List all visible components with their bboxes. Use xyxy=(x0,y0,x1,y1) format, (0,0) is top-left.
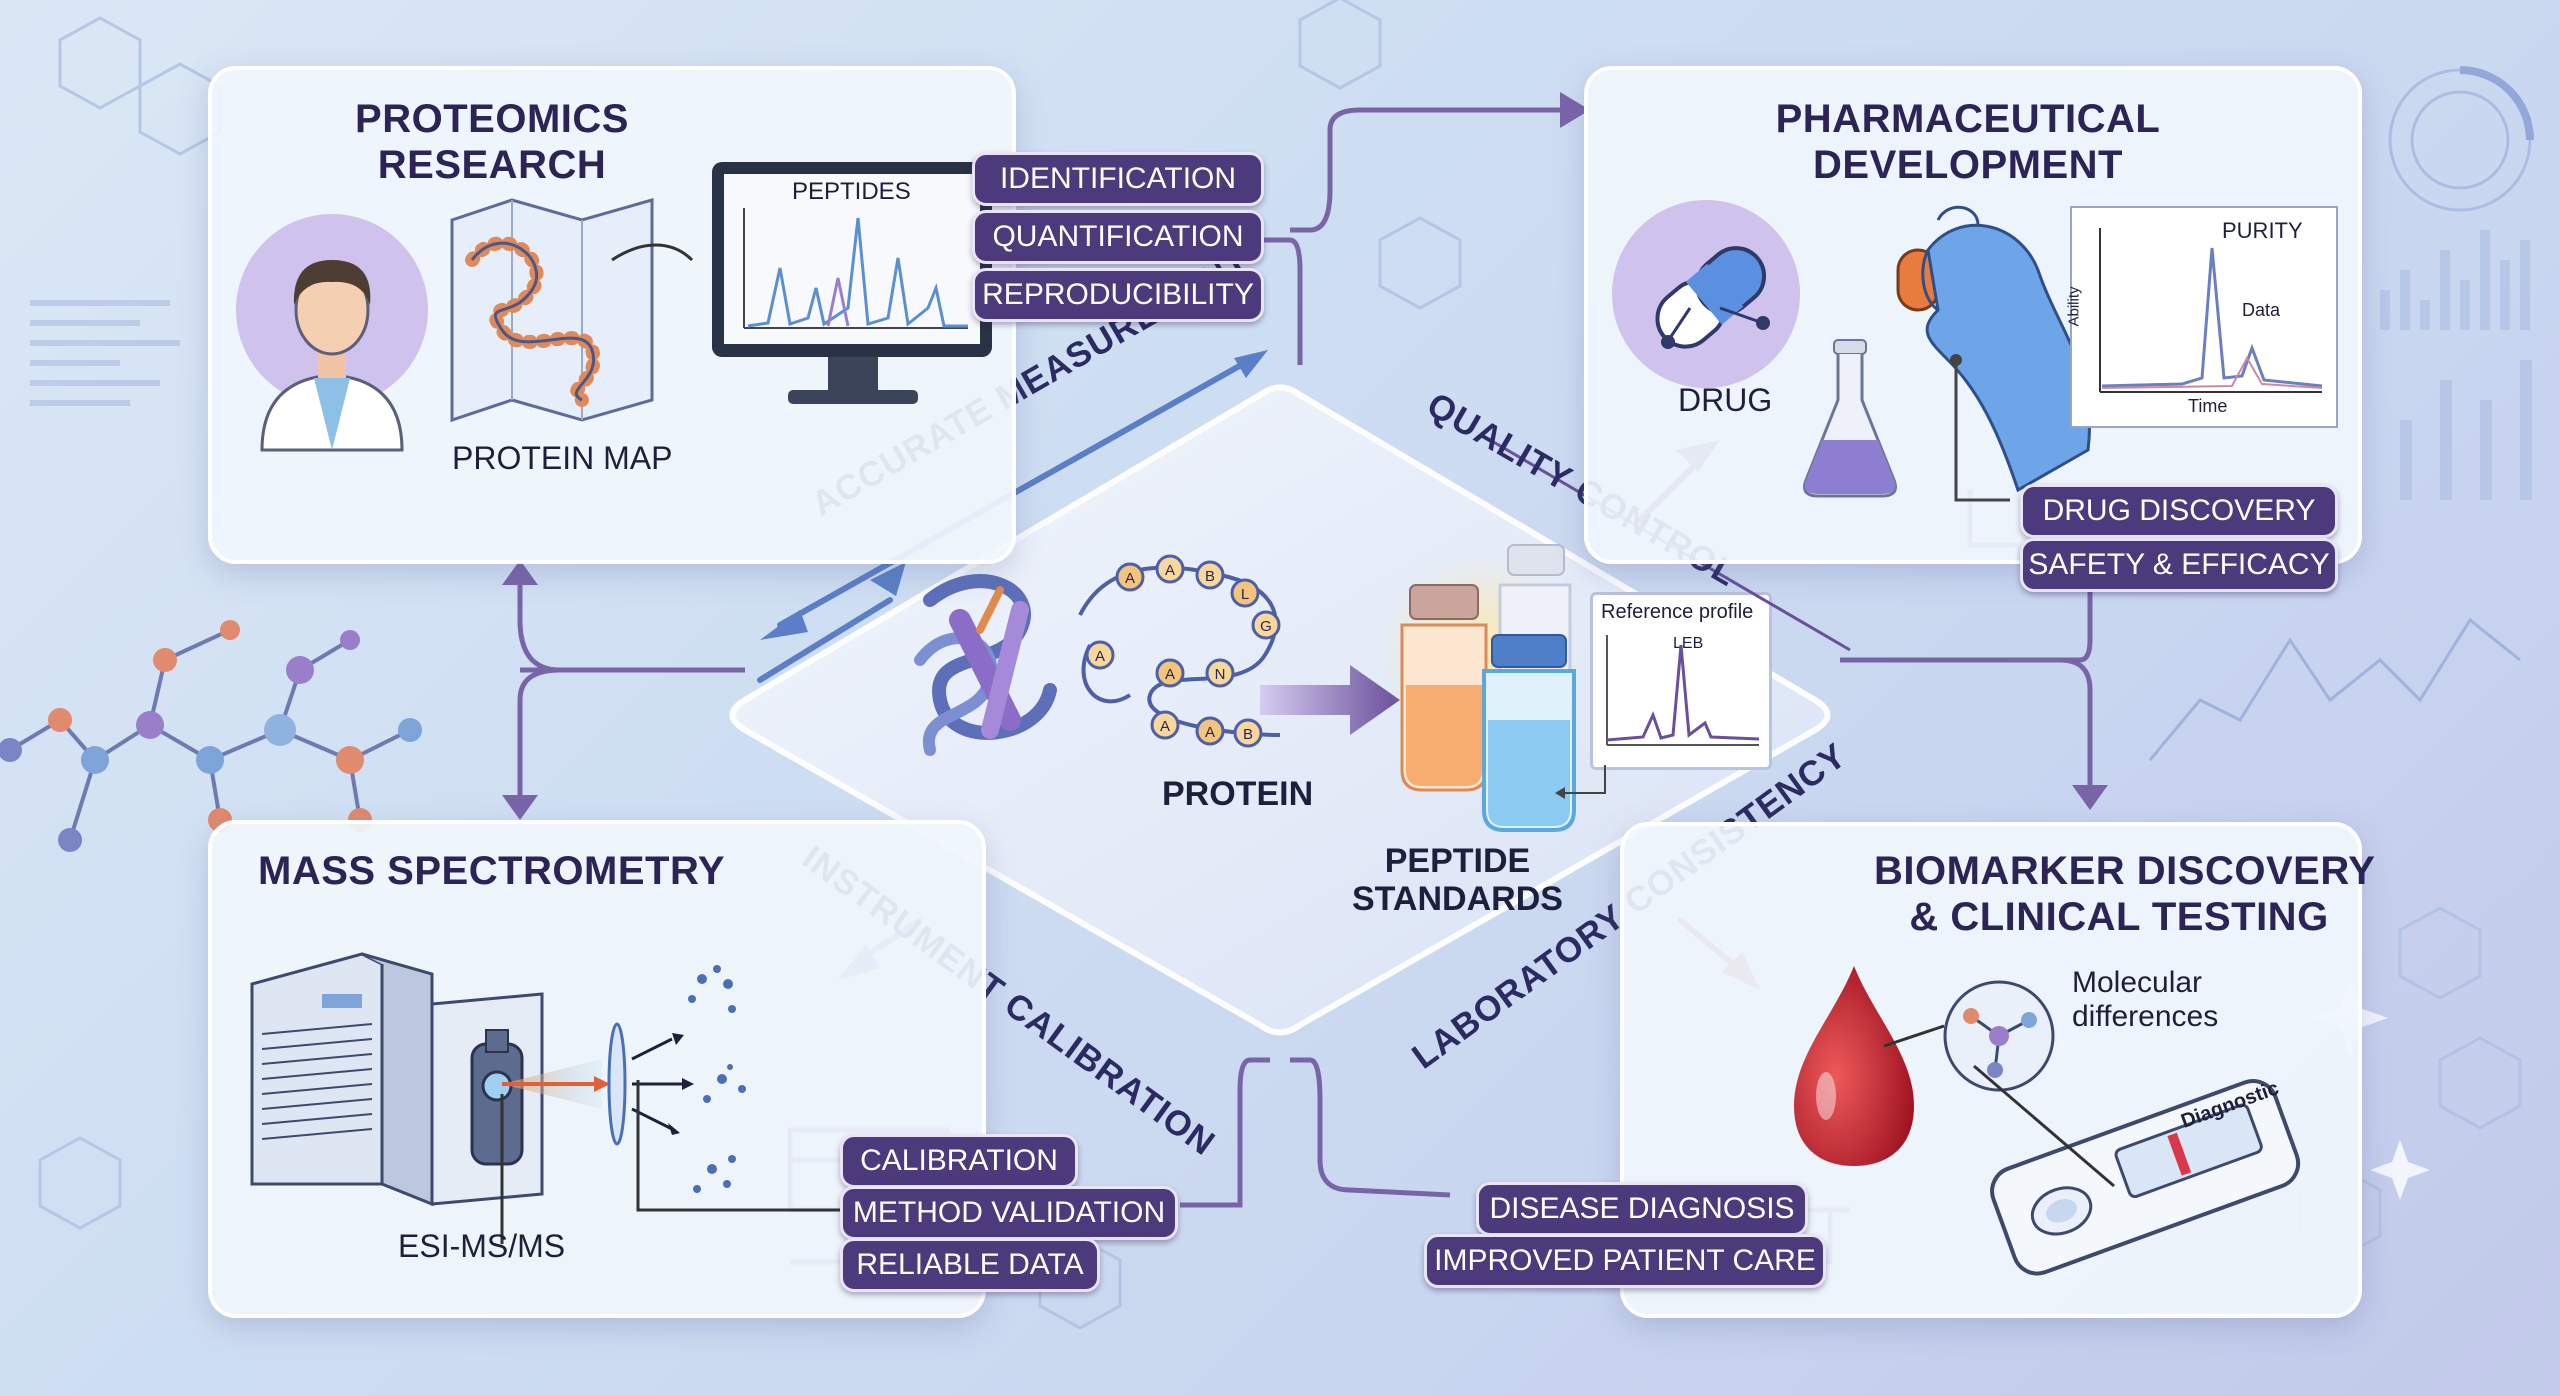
flask-icon xyxy=(1803,339,1897,498)
peptide-bead xyxy=(1155,658,1185,688)
peptide-bead xyxy=(1230,578,1260,608)
peptide-bead xyxy=(1195,560,1225,590)
peptide-standards-label: PEPTIDE STANDARDS xyxy=(1352,842,1563,918)
proteomics-panel: PROTEOMICS RESEARCH PROTEIN MAP PEPTIDES xyxy=(208,66,1016,564)
peptide-bead-letter: L xyxy=(1241,586,1249,603)
vial-icon xyxy=(1380,544,1580,832)
gloved-hand-icon xyxy=(1896,205,2091,493)
peptide-bead xyxy=(1251,610,1281,640)
pharmaceutical-title: PHARMACEUTICAL DEVELOPMENT xyxy=(1775,97,2161,187)
purity-title: PURITY xyxy=(2222,218,2303,243)
drug-label: DRUG xyxy=(1678,382,1773,418)
molecular-differences-label: Molecular differences xyxy=(2072,966,2219,1033)
protein-map-icon xyxy=(450,198,694,423)
biomarker-title: BIOMARKER DISCOVERY & CLINICAL TESTING xyxy=(1874,849,2376,939)
peptide-chain-icon: A A B LG N A A A A B xyxy=(1078,554,1281,748)
peptide-bead-letter: A xyxy=(1165,666,1175,683)
esi-msms-label: ESI-MS/MS xyxy=(398,1228,566,1264)
reference-profile-title: Reference profile xyxy=(1601,601,1754,623)
tag-calibration: CALIBRATION xyxy=(840,1134,1078,1188)
peptide-bead-letter: A xyxy=(1205,724,1215,741)
reference-profile-card: Reference profile LEB xyxy=(1590,592,1772,770)
tag-safety-efficacy: SAFETY & EFFICACY xyxy=(2020,538,2338,592)
peptide-bead-letter: A xyxy=(1165,562,1175,579)
peptide-bead-letter: A xyxy=(1125,570,1135,587)
diagnostic-test-icon xyxy=(1973,1064,2301,1276)
tag-reproducibility: REPRODUCIBILITY xyxy=(972,268,1264,322)
pharmaceutical-panel: PHARMACEUTICAL DEVELOPMENT DRUG PURITY A… xyxy=(1584,66,2362,564)
protein-map-label: PROTEIN MAP xyxy=(452,440,673,476)
peptide-bead xyxy=(1085,640,1115,670)
peptide-bead xyxy=(1195,716,1225,746)
biomarker-panel: BIOMARKER DISCOVERY & CLINICAL TESTING M… xyxy=(1620,822,2376,1318)
purity-series-label: Data xyxy=(2242,300,2281,320)
blood-drop-icon xyxy=(1794,966,1914,1166)
capsule-icon xyxy=(1612,200,1800,388)
reference-chromatogram xyxy=(1606,635,1760,746)
peptide-bead-letter: B xyxy=(1243,726,1253,743)
mass-spectrometry-panel: MASS SPECTROMETRY xyxy=(208,820,986,1318)
ion-spray-icon xyxy=(502,965,746,1193)
tag-improved-patient-care: IMPROVED PATIENT CARE xyxy=(1424,1234,1826,1288)
mass-spectrometer-icon xyxy=(250,952,544,1207)
peptide-bead-letter: N xyxy=(1215,666,1226,683)
protein-structure-icon xyxy=(914,574,1057,756)
peptide-bead xyxy=(1205,658,1235,688)
peptide-bead-letter: A xyxy=(1160,718,1170,735)
molecule-icon xyxy=(1943,980,2055,1092)
peptide-bead-letter: G xyxy=(1260,618,1272,635)
tag-reliable-data: RELIABLE DATA xyxy=(840,1238,1100,1292)
protein-label: PROTEIN xyxy=(1162,775,1314,813)
tag-quantification: QUANTIFICATION xyxy=(972,210,1264,264)
purity-plot xyxy=(2099,228,2323,393)
peptide-bead-letter: B xyxy=(1205,568,1215,585)
purity-chart: PURITY Ability Data Time xyxy=(2066,206,2338,428)
tag-identification: IDENTIFICATION xyxy=(972,152,1264,206)
convert-arrow xyxy=(1260,665,1400,735)
monitor-icon xyxy=(712,162,992,404)
peptide-bead xyxy=(1155,554,1185,584)
tag-method-validation: METHOD VALIDATION xyxy=(840,1186,1178,1240)
peptide-bead-letter: A xyxy=(1095,648,1105,665)
peptide-bead xyxy=(1115,562,1145,592)
peptide-bead xyxy=(1233,718,1263,748)
tag-disease-diagnosis: DISEASE DIAGNOSIS xyxy=(1476,1182,1808,1236)
scientist-icon xyxy=(236,214,428,452)
tag-drug-discovery: DRUG DISCOVERY xyxy=(2020,484,2338,538)
peptides-label: PEPTIDES xyxy=(792,178,911,205)
peptide-bead xyxy=(1150,710,1180,740)
proteomics-title: PROTEOMICS RESEARCH xyxy=(355,97,629,187)
purity-xlabel: Time xyxy=(2188,396,2228,416)
mass-spectrometry-title: MASS SPECTROMETRY xyxy=(258,849,726,893)
